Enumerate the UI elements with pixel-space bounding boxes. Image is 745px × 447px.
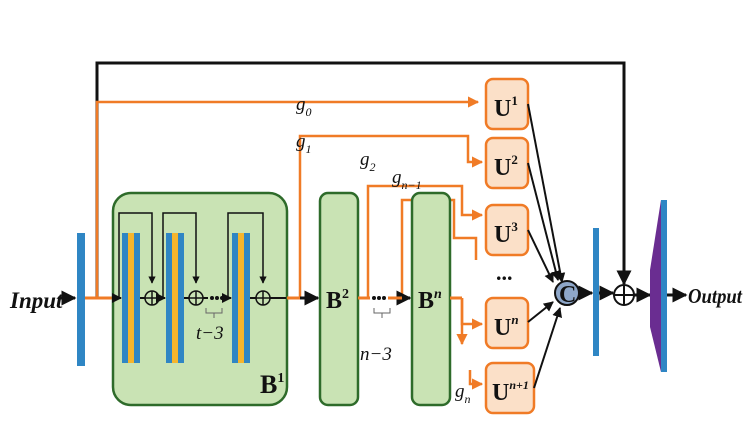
residual-layer-3 [232, 233, 250, 363]
gate-label-gn1: gn−1 [392, 167, 422, 192]
layer-ellipsis-dots [210, 296, 224, 300]
upsample-unit-1: U1 [484, 77, 530, 131]
gate-label-gn: gn [455, 381, 471, 406]
inner-skip-2 [162, 212, 200, 298]
svg-text:U2: U2 [494, 152, 518, 181]
block-ellipsis-dots [372, 296, 386, 300]
post-concat-conv-bar [593, 228, 599, 356]
gate-line-g2 [366, 184, 484, 298]
inner-skip-1 [118, 212, 156, 298]
block-b2-label: B2 [326, 287, 349, 314]
input-label: Input [9, 288, 63, 313]
gate-line-g0 [95, 96, 480, 298]
gate-label-g1: g1 [296, 131, 312, 156]
block-bn-label: Bn [418, 287, 442, 314]
gate-line-un1 [468, 370, 484, 390]
sum-node-2 [188, 290, 204, 306]
upsample-unit-n: Un [484, 296, 530, 350]
upsample-unit-3: U3 [484, 203, 530, 257]
residual-layer-2 [166, 233, 184, 363]
gate-line-g1 [298, 134, 484, 298]
svg-text:C: C [559, 282, 576, 308]
input-conv-bar [77, 233, 85, 366]
brace-n [373, 308, 391, 318]
gate-lines [95, 96, 484, 390]
block-b1-label: B1 [260, 370, 284, 399]
brace-t [205, 308, 223, 318]
gate-line-un [460, 298, 484, 330]
output-label: Output [688, 284, 743, 308]
global-sum-node [613, 284, 635, 306]
sum-node-1 [144, 290, 160, 306]
sum-node-3 [255, 290, 271, 306]
block-b1: t−3 B1 [111, 191, 289, 407]
concat-input-lines [527, 103, 566, 389]
upsample-unit-n-plus-1: Un+1 [484, 361, 536, 415]
gate-label-g2: g2 [360, 149, 376, 174]
svg-text:Un: Un [494, 312, 519, 341]
upsample-unit-2: U2 [484, 136, 530, 190]
svg-text:Un+1: Un+1 [492, 378, 529, 406]
svg-text:U3: U3 [494, 219, 518, 248]
gate-line-gn1 [400, 198, 478, 298]
upsample-ellipsis: ... [496, 260, 513, 285]
residual-layer-1 [122, 233, 140, 363]
svg-text:U1: U1 [494, 93, 518, 122]
t-minus-3-label: t−3 [196, 323, 224, 344]
reconstruction-block [650, 200, 661, 372]
inner-skip-3 [227, 212, 267, 298]
concat-node: C [554, 280, 580, 308]
gate-label-g0: g0 [296, 94, 312, 119]
n-minus-3-label: n−3 [360, 344, 392, 365]
output-conv-bar [661, 200, 667, 372]
